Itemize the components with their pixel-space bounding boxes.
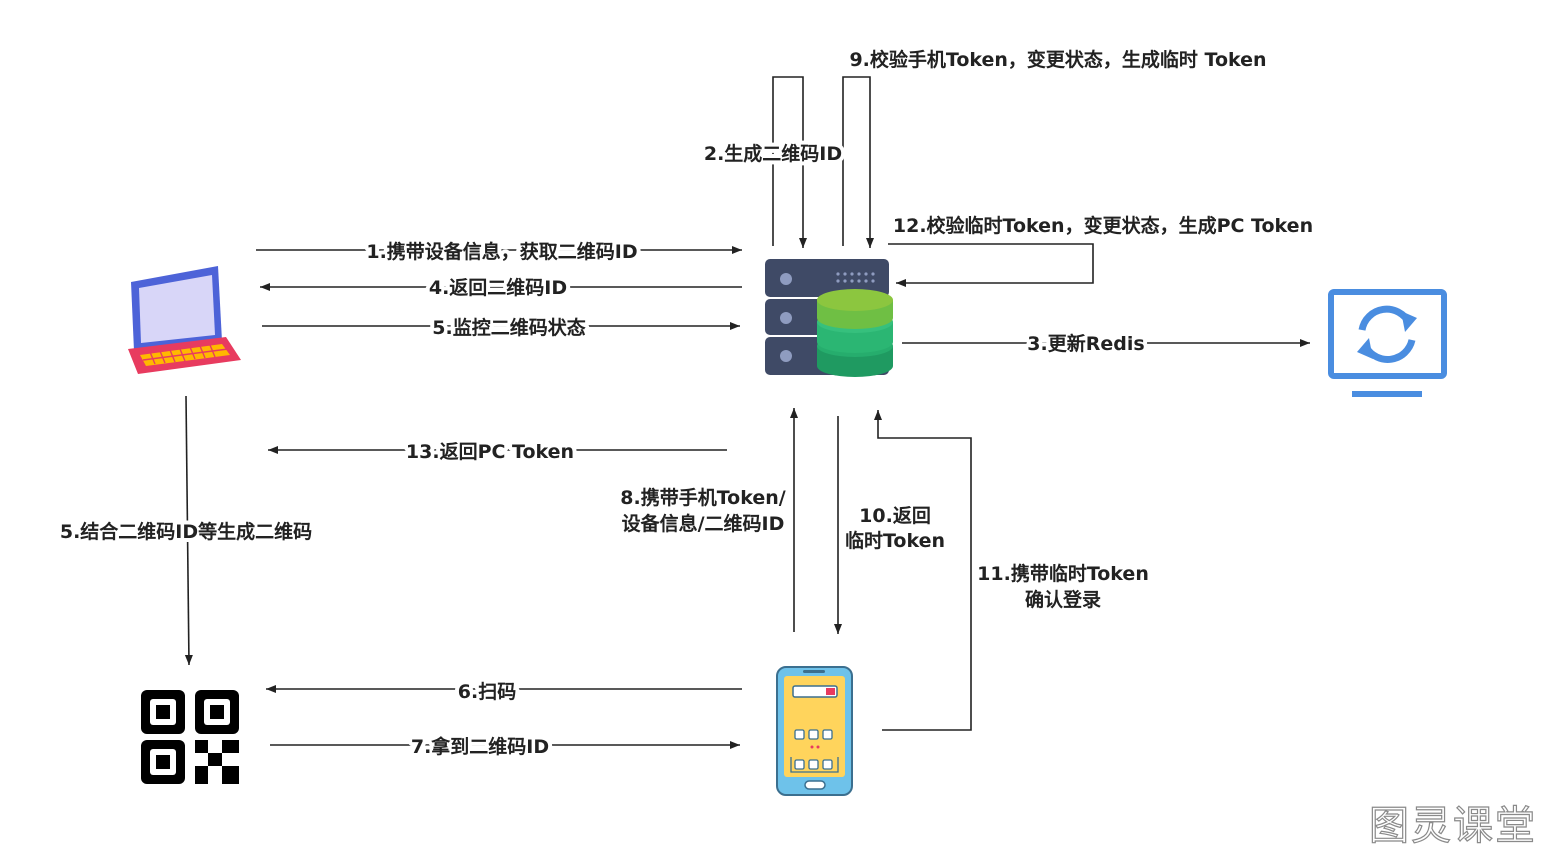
label-step10-line2: 临时Token [845, 529, 945, 552]
mobile-phone-icon [776, 666, 853, 796]
label-step5a: 5.监控二维码状态 [432, 316, 585, 339]
label-step4: 4.返回二维码ID [429, 276, 567, 299]
server-database-icon [765, 259, 893, 377]
label-step2: 2.生成二维码ID [704, 142, 842, 165]
label-step12: 12.校验临时Token，变更状态，生成PC Token [893, 214, 1313, 237]
label-step11-line1: 11.携带临时Token [977, 562, 1149, 585]
step-labels: 1.携带设备信息，获取二维码ID 4.返回二维码ID 5.监控二维码状态 2.生… [56, 44, 1317, 762]
laptop-icon [128, 266, 241, 374]
label-step1: 1.携带设备信息，获取二维码ID [366, 240, 637, 263]
loop-step9 [842, 76, 874, 248]
label-step5b: 5.结合二维码ID等生成二维码 [60, 520, 312, 543]
arrow-step5b [184, 395, 193, 666]
label-step7: 7.拿到二维码ID [411, 735, 549, 758]
label-step8-line2: 设备信息/二维码ID [622, 512, 785, 535]
refresh-monitor-icon [1328, 289, 1447, 397]
loop-step2 [772, 76, 807, 248]
label-step10-line1: 10.返回 [859, 505, 931, 527]
loop-step12 [888, 243, 1094, 287]
label-step13: 13.返回PC Token [406, 441, 574, 463]
label-step6: 6.扫码 [458, 680, 516, 703]
label-step8-line1: 8.携带手机Token/ [620, 486, 785, 509]
label-step3: 3.更新Redis [1027, 332, 1144, 355]
arrow-step11 [874, 410, 972, 731]
label-step11-line2: 确认登录 [1025, 588, 1101, 611]
watermark: 图灵课堂 [1368, 802, 1537, 849]
qr-code-icon [141, 690, 239, 784]
connectors [184, 76, 1310, 749]
label-step9: 9.校验手机Token，变更状态，生成临时 Token [849, 48, 1266, 71]
